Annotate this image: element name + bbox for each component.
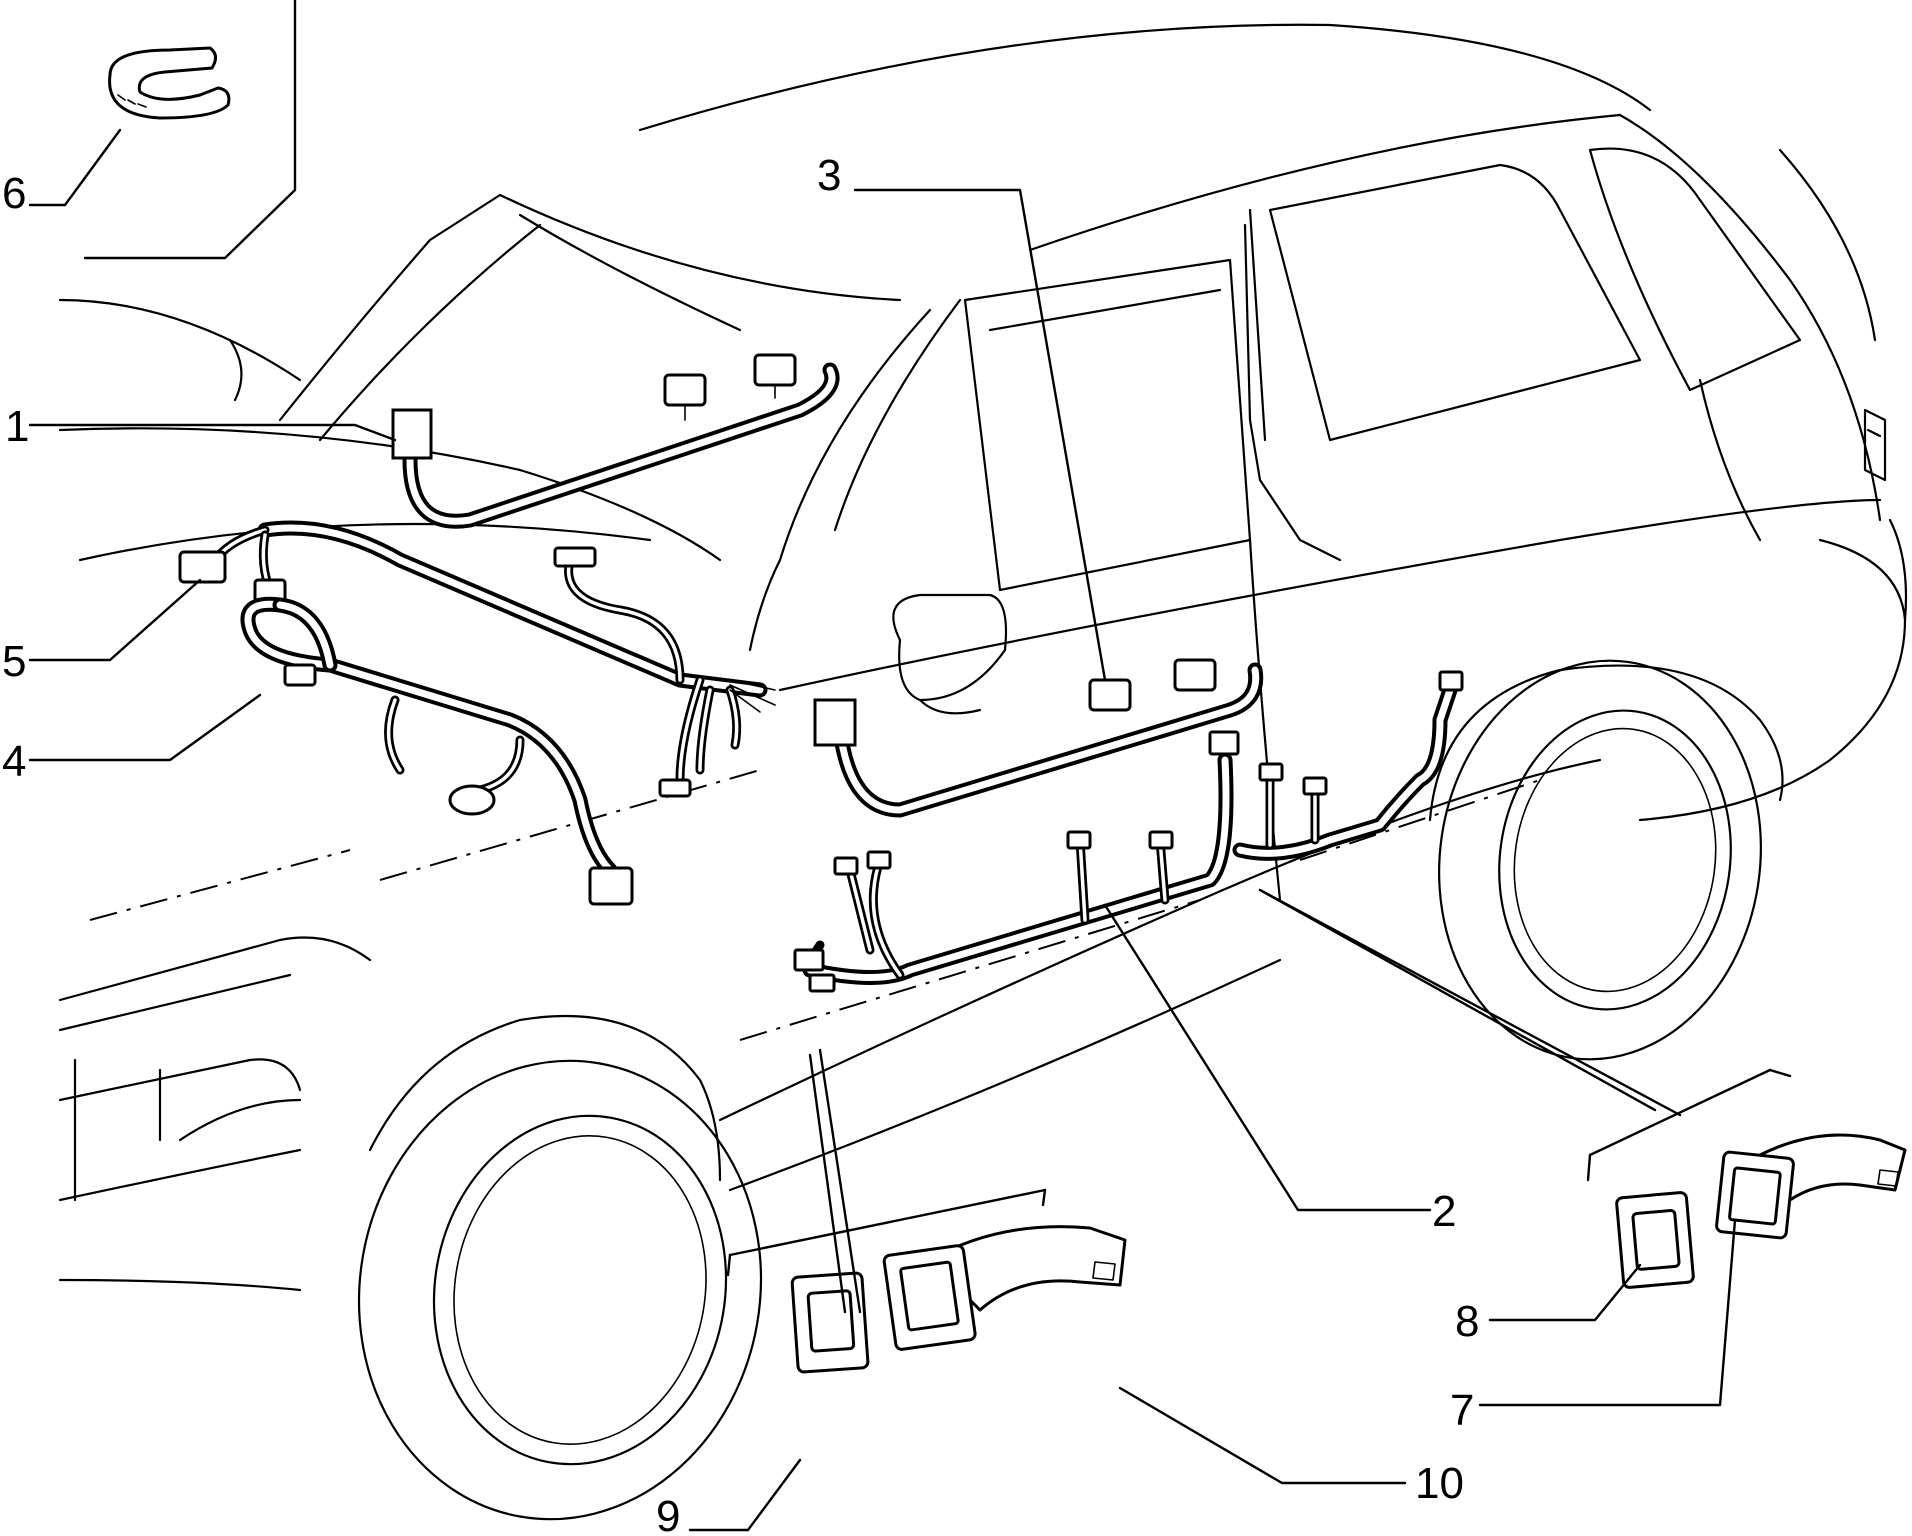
callout-1: 1 — [5, 402, 29, 451]
harness-3 — [813, 658, 1264, 818]
leader-2 — [1103, 903, 1432, 1212]
leader-5 — [28, 578, 202, 662]
leader-10 — [1118, 1386, 1407, 1485]
callout-leaders — [28, 128, 1737, 1532]
leader-4 — [28, 693, 262, 762]
leader-7 — [1478, 1218, 1737, 1407]
callout-9: 9 — [656, 1492, 680, 1536]
car-body-outline — [58, 23, 1908, 1521]
callout-10: 10 — [1415, 1459, 1464, 1508]
callout-3: 3 — [817, 151, 841, 200]
harness-2 — [793, 730, 1240, 993]
leader-1 — [28, 423, 397, 442]
part-9-grommet — [790, 1271, 870, 1374]
part-10-boot — [882, 1225, 1127, 1351]
callout-6: 6 — [2, 169, 26, 218]
part-7-boot — [1715, 1133, 1907, 1240]
harness-1 — [391, 353, 840, 529]
part-8-grommet — [1615, 1191, 1695, 1289]
callout-8: 8 — [1455, 1297, 1479, 1346]
callout-4: 4 — [2, 737, 26, 786]
harness-4 — [240, 596, 634, 906]
callout-labels: 1 2 3 4 5 6 7 8 9 10 — [2, 151, 1479, 1536]
leader-6 — [28, 128, 122, 207]
callout-5: 5 — [2, 637, 26, 686]
harness-rear-door — [1232, 670, 1464, 861]
callout-2: 2 — [1432, 1187, 1456, 1236]
part-6-cable-tie — [108, 46, 231, 120]
leader-9 — [688, 1458, 802, 1532]
leader-3 — [853, 188, 1107, 682]
callout-7: 7 — [1450, 1386, 1474, 1435]
leader-8 — [1488, 1263, 1642, 1322]
harness-5 — [178, 520, 776, 798]
bracket-lines — [83, 0, 1792, 1314]
